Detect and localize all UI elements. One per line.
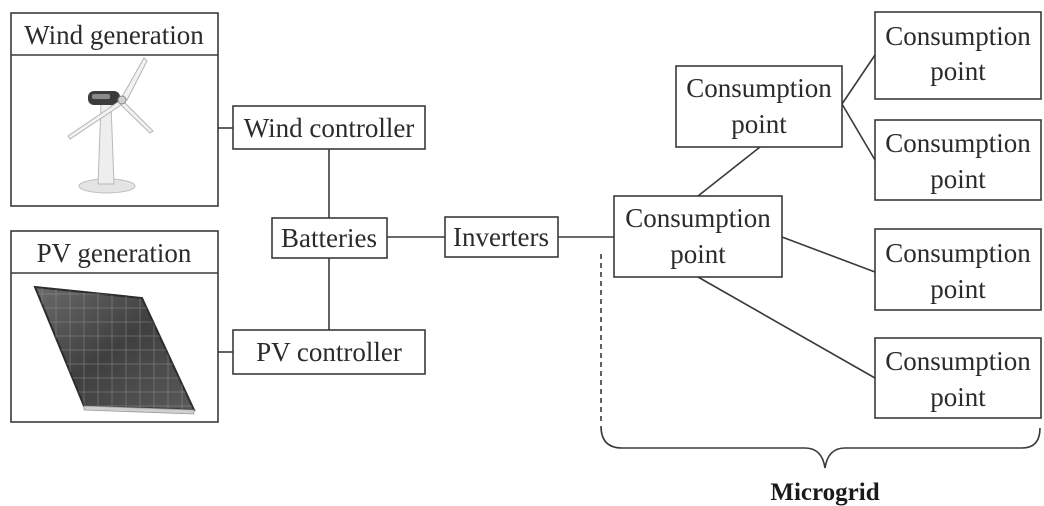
consumption-point-line1: Consumption [625,203,771,233]
consumption-point-line2: point [930,56,986,86]
wind-generation-panel: Wind generation [10,12,219,207]
consumption-point-line1: Consumption [885,21,1031,51]
inverters-label: Inverters [453,222,549,252]
pv-generation-label: PV generation [37,238,192,268]
consumption-point-right-1: Consumption point [874,11,1042,100]
consumption-point-line2: point [670,239,726,269]
consumption-point-line2: point [930,382,986,412]
consumption-point-upper: Consumption point [675,65,843,148]
wind-turbine-icon [67,57,154,194]
batteries-label: Batteries [281,223,377,253]
connectors [218,54,876,425]
hub-to-right4-line [697,276,876,379]
consumption-point-line1: Consumption [686,73,832,103]
microgrid-label: Microgrid [770,479,879,506]
solar-panel-icon [33,285,196,415]
consumption-point-line1: Consumption [885,346,1031,376]
inverters-box: Inverters [444,216,559,258]
upper-to-right2-line [841,103,876,161]
consumption-point-line2: point [731,109,787,139]
upper-to-right1-line [841,54,876,105]
pv-generation-panel: PV generation [10,230,219,423]
pv-controller-box: PV controller [232,329,426,375]
pv-controller-label: PV controller [256,337,402,367]
batteries-box: Batteries [271,217,388,259]
consumption-point-right-2: Consumption point [874,119,1042,201]
consumption-point-line2: point [930,164,986,194]
wind-controller-label: Wind controller [244,113,415,143]
consumption-point-right-4: Consumption point [874,337,1042,419]
consumption-point-line1: Consumption [885,238,1031,268]
hub-to-upper-consumption-line [697,146,761,197]
consumption-point-line2: point [930,274,986,304]
consumption-point-right-3: Consumption point [874,228,1042,311]
wind-generation-label: Wind generation [24,20,204,50]
consumption-point-line1: Consumption [885,128,1031,158]
wind-controller-box: Wind controller [232,105,426,150]
hub-to-right3-line [781,236,876,273]
microgrid-brace: Microgrid [600,425,1041,506]
consumption-point-hub: Consumption point [613,195,783,278]
